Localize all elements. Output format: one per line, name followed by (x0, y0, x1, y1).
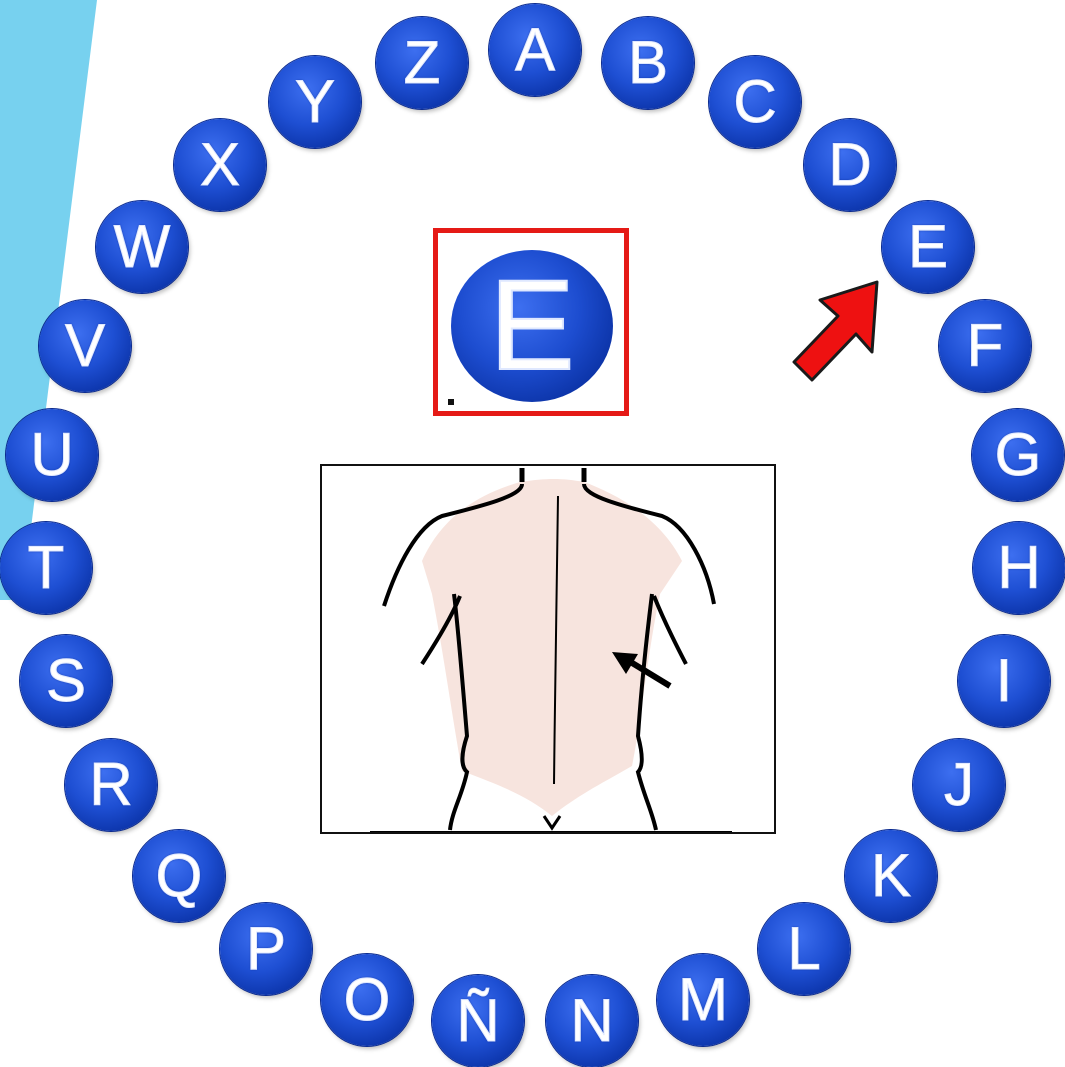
letter-bubble-g[interactable]: G (972, 409, 1064, 501)
letter-bubble-n[interactable]: N (546, 975, 638, 1067)
letter-bubble-o[interactable]: O (321, 954, 413, 1046)
letter-bubble-h[interactable]: H (973, 522, 1065, 614)
letter-bubble-v[interactable]: V (39, 300, 131, 392)
selected-letter-bubble: E (451, 250, 613, 402)
letter-bubble-a[interactable]: A (489, 4, 581, 96)
letter-bubble-m[interactable]: M (657, 954, 749, 1046)
letter-bubble-t[interactable]: T (0, 522, 92, 614)
letter-bubble-c[interactable]: C (709, 56, 801, 148)
letter-bubble-s[interactable]: S (20, 635, 112, 727)
back-illustration-panel (320, 464, 776, 834)
letter-bubble-x[interactable]: X (174, 119, 266, 211)
letter-bubble-i[interactable]: I (958, 635, 1050, 727)
letter-bubble-j[interactable]: J (913, 739, 1005, 831)
letter-bubble-r[interactable]: R (65, 739, 157, 831)
letter-bubble-q[interactable]: Q (133, 830, 225, 922)
letter-bubble-b[interactable]: B (602, 17, 694, 109)
letter-bubble-k[interactable]: K (845, 830, 937, 922)
letter-bubble-d[interactable]: D (804, 119, 896, 211)
letter-bubble-y[interactable]: Y (269, 56, 361, 148)
selected-letter-frame: E (433, 228, 629, 416)
letter-bubble-p[interactable]: P (220, 903, 312, 995)
letter-bubble-w[interactable]: W (96, 201, 188, 293)
black-arrow-icon (608, 648, 678, 698)
letter-bubble-z[interactable]: Z (376, 17, 468, 109)
letter-bubble-l[interactable]: L (758, 903, 850, 995)
letter-bubble-f[interactable]: F (939, 300, 1031, 392)
letter-bubble-enye[interactable]: Ñ (432, 975, 524, 1067)
letter-bubble-u[interactable]: U (6, 409, 98, 501)
human-back-illustration (322, 466, 774, 832)
red-arrow-icon (780, 272, 900, 392)
corner-mark (448, 399, 454, 405)
